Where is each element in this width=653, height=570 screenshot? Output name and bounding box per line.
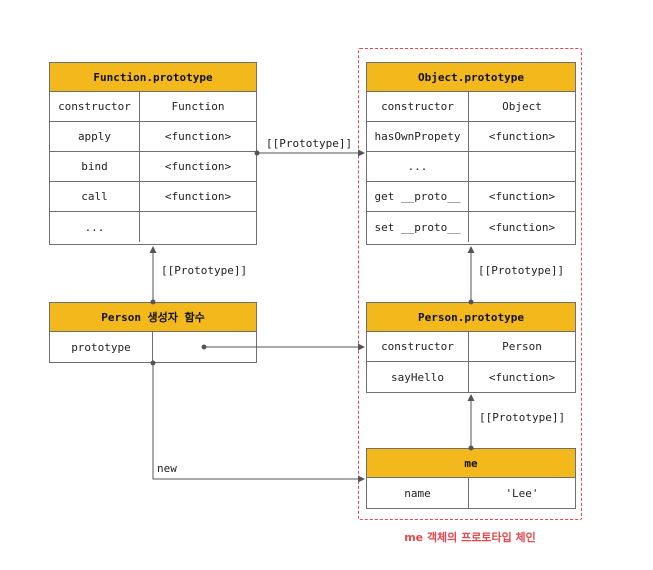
link-origin-dot	[468, 299, 474, 305]
table-row: constructor Person	[367, 332, 575, 362]
property-value: <function>	[164, 130, 232, 143]
object-prototype-title: Object.prototype	[367, 63, 575, 92]
property-value: Object	[502, 100, 542, 113]
link-origin-dot	[150, 360, 156, 366]
property-value: <function>	[164, 160, 232, 173]
object-prototype-box: Object.prototype constructor Object hasO…	[366, 62, 576, 245]
table-row: apply <function>	[50, 122, 256, 152]
property-value: Function	[171, 100, 225, 113]
link-origin-dot	[150, 299, 156, 305]
table-row: set __proto__ <function>	[367, 212, 575, 242]
property-key: ...	[367, 152, 469, 181]
property-value: <function>	[164, 190, 232, 203]
property-key: bind	[50, 152, 140, 181]
property-key: ...	[50, 212, 140, 242]
property-key: apply	[50, 122, 140, 151]
table-row: call <function>	[50, 182, 256, 212]
new-label: new	[157, 462, 177, 475]
table-row: bind <function>	[50, 152, 256, 182]
property-value: <function>	[488, 130, 556, 143]
me-object-box: me name 'Lee'	[366, 448, 576, 509]
function-prototype-title: Function.prototype	[50, 63, 256, 92]
me-object-title: me	[367, 449, 575, 478]
table-row: constructor Object	[367, 92, 575, 122]
me-to-personproto-label: [[Prototype]]	[479, 411, 566, 424]
prototype-chain-caption: me 객체의 프로토타입 체인	[404, 531, 536, 544]
person-to-function-label: [[Prototype]]	[161, 264, 248, 277]
property-key: constructor	[367, 92, 469, 121]
function-to-object-label: [[Prototype]]	[266, 137, 353, 150]
property-key: call	[50, 182, 140, 211]
property-key: constructor	[50, 92, 140, 121]
table-row: get __proto__ <function>	[367, 182, 575, 212]
link-origin-dot	[254, 150, 260, 156]
prototype-chain-region	[358, 48, 582, 520]
person-prototype-title: Person.prototype	[367, 303, 575, 332]
property-key: set __proto__	[367, 212, 469, 242]
table-row: ...	[367, 152, 575, 182]
table-row: name 'Lee'	[367, 478, 575, 508]
property-key: name	[367, 478, 469, 508]
property-key: constructor	[367, 332, 469, 361]
property-value: <function>	[488, 370, 556, 384]
table-row: hasOwnPropety <function>	[367, 122, 575, 152]
property-key: prototype	[50, 332, 153, 362]
person-constructor-title: Person 생성자 함수	[50, 303, 256, 332]
property-value: <function>	[488, 220, 556, 234]
property-key: get __proto__	[367, 182, 469, 211]
property-key: sayHello	[367, 362, 469, 392]
table-row: ...	[50, 212, 256, 242]
personproto-to-object-label: [[Prototype]]	[478, 264, 565, 277]
person-prototype-box: Person.prototype constructor Person sayH…	[366, 302, 576, 393]
link-origin-dot	[201, 344, 207, 350]
property-key: hasOwnPropety	[367, 122, 469, 151]
new-instance-arrow	[152, 363, 365, 483]
property-value: Person	[502, 340, 542, 353]
function-prototype-box: Function.prototype constructor Function …	[49, 62, 257, 245]
table-row: constructor Function	[50, 92, 256, 122]
person-constructor-box: Person 생성자 함수 prototype	[49, 302, 257, 363]
property-value: <function>	[488, 190, 556, 203]
table-row: sayHello <function>	[367, 362, 575, 392]
link-origin-dot	[468, 445, 474, 451]
table-row: prototype	[50, 332, 256, 362]
property-value: 'Lee'	[505, 486, 539, 500]
